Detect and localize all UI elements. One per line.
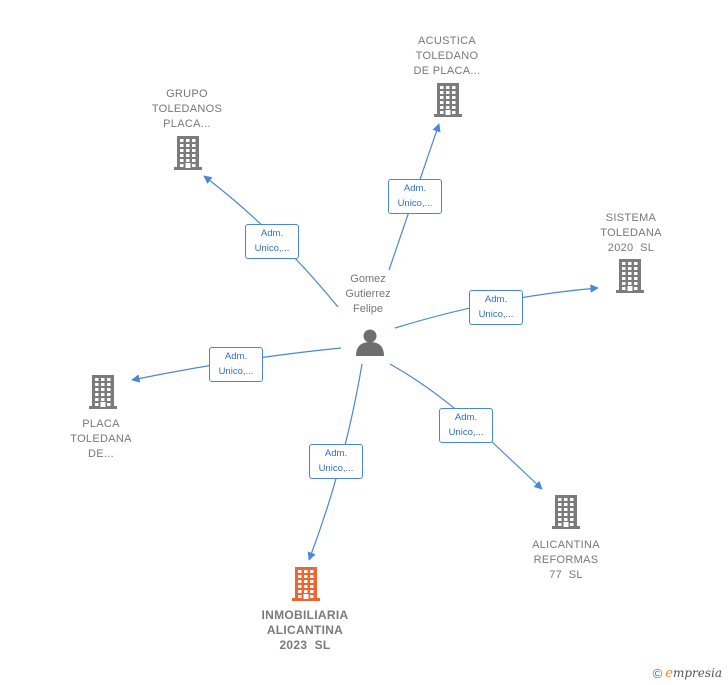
edge-label-alicantina[interactable]: Adm. Unico,... [439, 408, 493, 443]
company-label-line: GRUPO [166, 88, 208, 100]
company-label-line: 2023 SL [279, 638, 331, 652]
company-label-grupo[interactable]: GRUPO TOLEDANOS PLACA... [127, 87, 247, 132]
person-name-line: Gomez [350, 273, 386, 285]
building-icon[interactable] [552, 495, 580, 529]
person-name-line: Felipe [353, 303, 383, 315]
edge-label-sistema[interactable]: Adm. Unico,... [469, 290, 523, 325]
brand-name: mpresia [672, 666, 722, 680]
company-label-line: TOLEDANOS [151, 103, 223, 115]
edge-label-line: Adm. [403, 183, 427, 194]
person-name-line: Gutierrez [345, 288, 391, 300]
edge-label-line: Adm. [454, 412, 478, 423]
company-label-line: TOLEDANA [70, 433, 132, 445]
company-label-line: SISTEMA [605, 212, 657, 224]
edge-label-line: Unico,... [397, 198, 433, 209]
company-label-line: TOLEDANA [600, 227, 662, 239]
company-label-line: ACUSTICA [417, 35, 477, 47]
company-label-line: DE... [88, 448, 114, 460]
company-label-line: 2020 SL [607, 242, 655, 254]
edge-label-line: Unico,... [478, 309, 514, 320]
person-name[interactable]: Gomez Gutierrez Felipe [318, 272, 418, 317]
company-label-line: PLACA... [163, 118, 211, 130]
company-label-placa[interactable]: PLACA TOLEDANA DE... [41, 417, 161, 462]
company-label-line: DE PLACA... [413, 65, 481, 77]
edge-label-inmobiliaria[interactable]: Adm. Unico,... [309, 444, 363, 479]
company-label-line: 77 SL [549, 569, 583, 581]
building-icon[interactable] [434, 83, 462, 117]
edge-label-acustica[interactable]: Adm. Unico,... [388, 179, 442, 214]
company-label-line: ALICANTINA [532, 539, 600, 551]
edge-label-line: Adm. [224, 351, 248, 362]
edge-label-line: Unico,... [254, 243, 290, 254]
building-icon[interactable] [616, 259, 644, 293]
edge-label-line: Adm. [484, 294, 508, 305]
building-icon[interactable] [292, 567, 320, 601]
company-label-line: INMOBILIARIA [261, 608, 349, 622]
edge-label-line: Adm. [260, 228, 284, 239]
empresia-brand[interactable]: © empresia [653, 666, 722, 681]
edge-label-line: Adm. [324, 448, 348, 459]
building-icon[interactable] [89, 375, 117, 409]
company-label-line: TOLEDANO [415, 50, 479, 62]
edge-label-line: Unico,... [448, 427, 484, 438]
edge-label-line: Unico,... [218, 366, 254, 377]
copyright-symbol: © [652, 666, 663, 681]
edge-label-grupo[interactable]: Adm. Unico,... [245, 224, 299, 259]
edge-label-line: Unico,... [318, 463, 354, 474]
edge-label-placa[interactable]: Adm. Unico,... [209, 347, 263, 382]
company-label-acustica[interactable]: ACUSTICA TOLEDANO DE PLACA... [387, 34, 507, 79]
company-label-line: PLACA [82, 418, 120, 430]
company-label-line: ALICANTINA [266, 623, 344, 637]
company-label-line: REFORMAS [533, 554, 599, 566]
brand-initial: e [665, 666, 673, 681]
building-icon[interactable] [174, 136, 202, 170]
person-icon[interactable] [356, 329, 384, 357]
company-label-alicantina[interactable]: ALICANTINA REFORMAS 77 SL [506, 538, 626, 583]
company-label-sistema[interactable]: SISTEMA TOLEDANA 2020 SL [571, 211, 691, 256]
